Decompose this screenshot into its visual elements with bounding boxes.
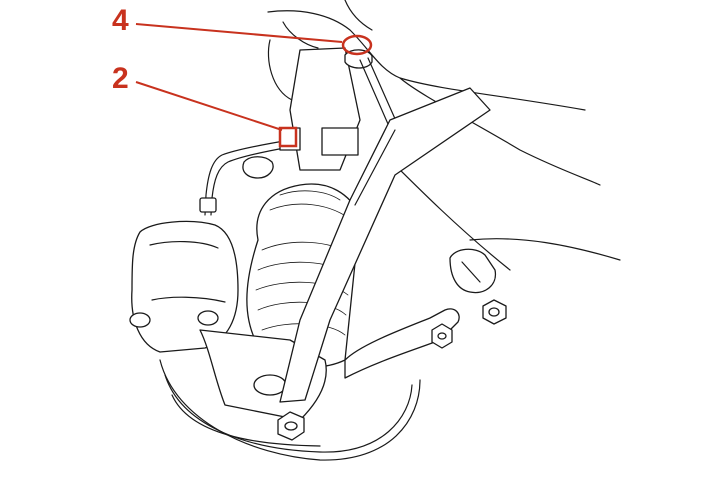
rod-bushing: [449, 248, 497, 294]
brake-hose: [199, 127, 359, 216]
hex-nut-bushing: [482, 299, 507, 325]
brake-caliper: [129, 220, 239, 353]
callout-4-marker: [135, 23, 373, 56]
hex-nut-front: [277, 411, 305, 441]
brake-rotor: [159, 359, 421, 461]
strut-boot: [246, 183, 361, 368]
upper-body-panel: [267, 0, 601, 186]
callout-2-marker: [135, 81, 298, 148]
callout-number-4: 4: [112, 4, 129, 37]
hex-nut-arm: [431, 323, 453, 349]
tension-rod: [279, 87, 491, 403]
callout-number-2: 2: [112, 62, 129, 95]
